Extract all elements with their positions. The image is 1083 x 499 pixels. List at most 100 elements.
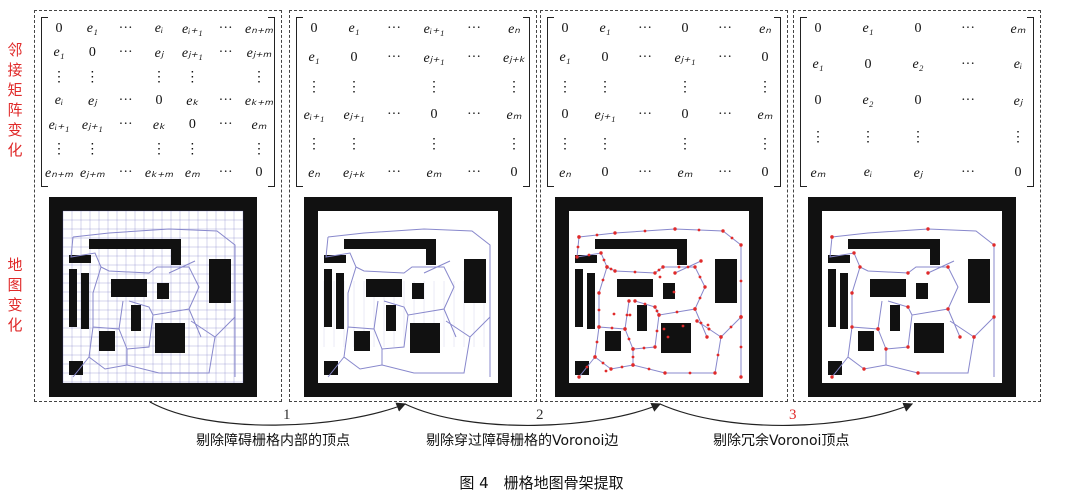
obstacle xyxy=(840,273,848,329)
voronoi-vertex xyxy=(705,335,709,339)
matrix-cell: eₘ xyxy=(677,166,693,181)
voronoi-vertex xyxy=(595,233,599,237)
obstacle xyxy=(575,255,597,263)
matrix-cell: ··· xyxy=(218,165,233,180)
matrix-cell: 0 xyxy=(155,93,163,108)
matrix-cell: 0 xyxy=(510,165,518,180)
obstacle xyxy=(131,305,141,331)
voronoi-vertex xyxy=(631,347,635,351)
obstacle xyxy=(575,269,583,327)
obstacle xyxy=(412,283,424,299)
map-change-label: 地图变化 xyxy=(4,255,26,335)
matrix-label-char: 阵 xyxy=(7,101,23,119)
matrix-cell: 0 xyxy=(681,21,689,36)
voronoi-vertex xyxy=(972,335,976,339)
step-label-1: 剔除障碍栅格内部的顶点 xyxy=(196,433,350,449)
voronoi-vertex xyxy=(609,367,613,371)
voronoi-vertex xyxy=(605,265,609,269)
voronoi-vertex xyxy=(688,371,692,375)
voronoi-vertex xyxy=(633,270,637,274)
voronoi-vertex xyxy=(655,329,659,333)
matrix-cell: ··· xyxy=(718,21,732,36)
voronoi-vertex xyxy=(662,327,666,331)
obstacle xyxy=(587,273,595,329)
matrix-label-char: 矩 xyxy=(7,81,23,99)
figure-caption: 图 4 栅格地图骨架提取 xyxy=(459,474,624,492)
matrix-cell: eₘ xyxy=(251,118,267,133)
obstacle xyxy=(69,255,91,263)
matrix-cell: ··· xyxy=(467,107,481,123)
voronoi-vertex xyxy=(653,305,657,309)
matrix-cell: 0 xyxy=(55,21,63,36)
matrix-cell: 0 xyxy=(350,49,358,65)
obstacle xyxy=(157,283,169,299)
voronoi-vertex xyxy=(992,315,996,319)
matrix-cell: ⋮ xyxy=(911,130,925,145)
matrix-cell: ⋮ xyxy=(507,79,521,95)
voronoi-vertex xyxy=(876,327,880,331)
matrix-cell: ··· xyxy=(118,93,133,108)
obstacle xyxy=(386,305,396,331)
obstacle xyxy=(828,269,836,327)
voronoi-edge xyxy=(70,236,200,350)
obstacle xyxy=(677,239,687,265)
matrix-cell: 0 xyxy=(814,93,822,108)
obstacle xyxy=(930,239,940,265)
voronoi-vertex xyxy=(631,355,635,359)
step-label-2: 剔除穿过障碍栅格的Voronoi边 xyxy=(426,433,619,449)
matrix-cell: ⋮ xyxy=(811,130,825,145)
matrix-cell: eᵢ xyxy=(1013,57,1023,72)
voronoi-vertex xyxy=(862,367,866,371)
matrix-cell: eₙ xyxy=(559,166,571,181)
voronoi-vertex xyxy=(642,346,646,350)
matrix-cell: ⋮ xyxy=(347,79,361,95)
obstacle xyxy=(617,279,653,297)
obstacle xyxy=(828,361,842,375)
matrix-cell: 0 xyxy=(601,49,609,65)
voronoi-vertex xyxy=(695,319,699,323)
matrix-cell: ⋮ xyxy=(252,142,266,157)
voronoi-vertex xyxy=(604,369,608,373)
matrix-cell: ⋮ xyxy=(185,70,200,85)
obstacle xyxy=(848,239,940,249)
obstacle xyxy=(99,331,115,351)
matrix-cell: ··· xyxy=(961,93,975,108)
voronoi-vertex xyxy=(697,228,701,232)
grid-map xyxy=(555,197,763,397)
obstacle xyxy=(69,269,77,327)
voronoi-vertex xyxy=(655,309,659,313)
voronoi-vertex xyxy=(613,269,617,273)
voronoi-vertex xyxy=(850,325,854,329)
voronoi-vertex xyxy=(706,323,710,327)
voronoi-vertex xyxy=(729,325,733,329)
matrix-cell: eₙ xyxy=(759,22,771,37)
matrix-cell: eⱼ xyxy=(1013,94,1023,109)
obstacle xyxy=(324,361,338,375)
matrix-cell: 0 xyxy=(188,117,196,132)
matrix-cell: 0 xyxy=(1014,165,1022,180)
matrix-cell: ⋮ xyxy=(152,142,166,157)
obstacle xyxy=(81,273,89,329)
matrix-cell: ⋮ xyxy=(185,142,200,157)
voronoi-vertex xyxy=(675,310,679,314)
voronoi-vertex xyxy=(597,308,601,312)
voronoi-edge xyxy=(831,228,995,317)
obstacle xyxy=(605,331,621,351)
voronoi-vertex xyxy=(850,291,854,295)
voronoi-vertex xyxy=(946,265,950,269)
voronoi-vertex xyxy=(575,255,579,259)
matrix-cell: ··· xyxy=(118,165,133,180)
voronoi-vertex xyxy=(643,229,647,233)
matrix-cell: ··· xyxy=(638,107,652,123)
matrix-cell: eₙ₊ₘ xyxy=(45,166,73,181)
matrix-cell: ··· xyxy=(718,107,732,123)
matrix-cell: ⋮ xyxy=(307,137,321,153)
voronoi-vertex xyxy=(593,355,597,359)
matrix-cell: ⋮ xyxy=(52,70,66,85)
matrix-cell: ··· xyxy=(118,21,133,36)
voronoi-vertex xyxy=(658,275,662,279)
